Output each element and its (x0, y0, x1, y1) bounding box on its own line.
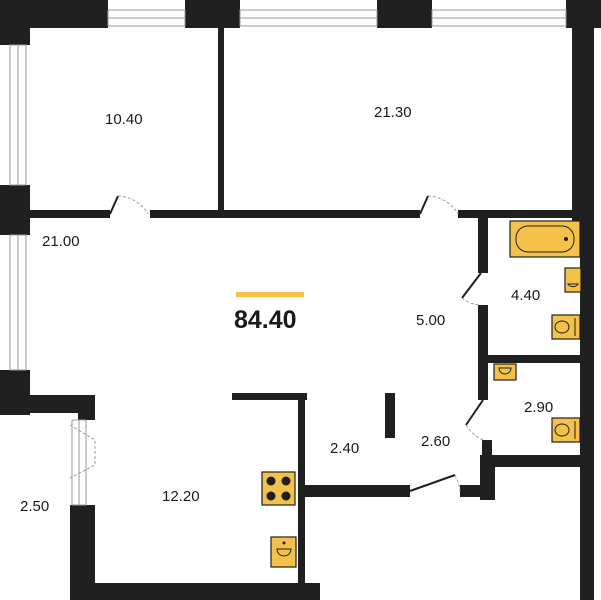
doors (69, 195, 484, 492)
room-area-toilet: 2.90 (524, 399, 553, 416)
bathtub-icon (509, 220, 581, 258)
stove-icon (261, 471, 296, 506)
room-area-bedroom-1: 10.40 (105, 111, 143, 128)
toilet-icon (551, 314, 581, 340)
room-area-bathroom: 4.40 (511, 287, 540, 304)
toilet-room-toilet-icon (551, 417, 581, 443)
room-area-balcony: 2.50 (20, 498, 49, 515)
room-area-entry: 2.60 (421, 433, 450, 450)
total-area: 84.40 (234, 306, 297, 334)
room-area-kitchen: 12.20 (162, 488, 200, 505)
room-area-storage: 2.40 (330, 440, 359, 457)
room-area-bedroom-2: 21.30 (374, 104, 412, 121)
windows (9, 9, 567, 506)
sink-icon (564, 267, 582, 293)
kitchen-sink-icon (270, 536, 297, 568)
room-area-hallway: 5.00 (416, 312, 445, 329)
toilet-sink-icon (493, 363, 517, 381)
room-area-living-room: 21.00 (42, 233, 80, 250)
total-area-underline (236, 292, 304, 297)
fixtures (261, 220, 582, 568)
room-labels: 10.40 21.30 21.00 5.00 4.40 2.90 2.40 2.… (20, 104, 553, 515)
